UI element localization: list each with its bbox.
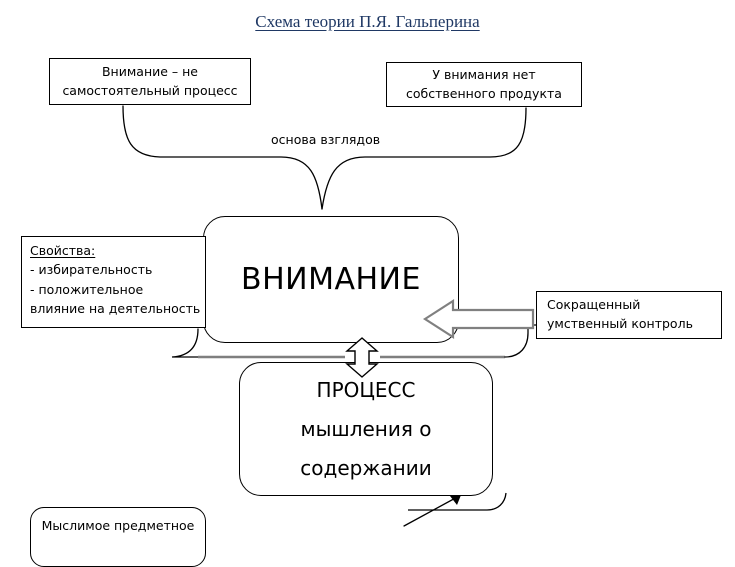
connector-top-right-curve: [321, 107, 527, 210]
node-line: мышления о: [300, 416, 432, 441]
node-reduced-mental-control[interactable]: Сокращенный умственный контроль: [536, 291, 722, 339]
node-properties-item: - избирательность: [30, 262, 153, 278]
connector-lower-right-arrowhead: [450, 495, 461, 505]
node-no-own-product[interactable]: У внимания нет собственного продукта: [386, 62, 582, 107]
node-properties-heading: Свойства:: [30, 243, 96, 258]
node-line: Внимание – не: [101, 64, 198, 80]
node-line: умственный контроль: [547, 316, 693, 331]
connector-right-hook: [504, 324, 561, 358]
node-properties-item: влияние на деятельность: [30, 301, 201, 317]
connector-properties-to-attention: [171, 328, 293, 358]
node-attention[interactable]: ВНИМАНИЕ: [203, 216, 459, 343]
connector-process-bottom-rail: [408, 492, 507, 511]
node-attention-not-independent[interactable]: Внимание – не самостоятельный процесс: [49, 58, 251, 105]
node-line: У внимания нет: [432, 67, 536, 83]
connector-layer: [122, 105, 561, 527]
node-process-of-thinking[interactable]: ПРОЦЕСС мышления о содержании: [239, 362, 493, 496]
node-attention-label: ВНИМАНИЕ: [241, 261, 421, 297]
node-line: содержании: [300, 455, 432, 480]
block-arrow-left-icon: [422, 298, 535, 340]
node-properties-item: - положительное: [30, 281, 144, 297]
node-line: самостоятельный процесс: [62, 82, 238, 98]
block-arrow-double-vertical-icon: [345, 337, 379, 378]
block-arrow-layer: [345, 298, 535, 378]
edge-label-basis-of-views: основа взглядов: [271, 132, 381, 147]
page-title: Схема теории П.Я. Гальперина: [255, 12, 480, 31]
connector-top-left-curve: [122, 105, 323, 210]
node-properties[interactable]: Свойства: - избирательность - положитель…: [21, 236, 206, 328]
node-line: собственного продукта: [406, 85, 562, 101]
diagram-canvas: Схема теории П.Я. Гальперина Внимание – …: [21, 12, 722, 567]
node-line: Сокращенный: [547, 297, 641, 313]
node-line: ПРОЦЕСС: [316, 377, 416, 402]
